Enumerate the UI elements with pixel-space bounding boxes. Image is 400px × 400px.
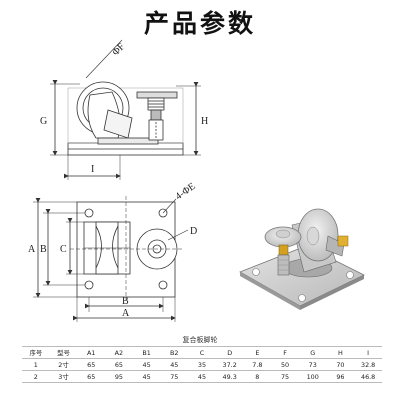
spec-table-caption: 复合板脚轮 [182,336,218,344]
table-cell: 7.8 [243,358,272,371]
table-cell: 95 [105,370,133,383]
col-header-model: 型号 [49,346,78,359]
table-cell: 45 [132,358,161,371]
label-a-horizontal: A [122,308,130,319]
label-b-horizontal: B [122,296,129,307]
label-d: D [190,226,197,237]
label-c: C [60,244,67,255]
top-view-drawing [33,196,189,322]
col-header-b2: B2 [160,346,189,359]
table-cell: 73 [298,358,327,371]
table-cell: 50 [271,358,299,371]
label-phi-f: ΦF [110,41,127,58]
table-cell: 100 [298,370,327,383]
label-h: H [201,116,208,127]
table-cell: 2寸 [49,358,78,371]
col-header-e: E [243,346,272,359]
table-row: 2 3寸 65 95 45 75 45 49.3 8 75 100 96 46.… [22,370,382,383]
table-cell: 65 [77,370,106,383]
table-cell: 32.8 [354,358,382,371]
label-b-vertical: B [40,244,47,255]
col-header-i: I [354,346,382,359]
caster-3d-render [239,208,365,310]
label-i: I [91,164,94,175]
table-cell: 65 [105,358,133,371]
table-cell: 46.8 [354,370,382,383]
spec-table-header-row: 序号 型号 A1 A2 B1 B2 C D E F G H I [22,346,382,359]
table-cell: 70 [326,358,355,371]
page-title: 产品参数 [143,9,256,38]
table-cell: 45 [132,370,161,383]
col-header-a1: A1 [77,346,106,359]
table-cell: 75 [271,370,299,383]
col-header-c: C [188,346,216,359]
table-cell: 37.2 [215,358,244,371]
table-cell: 35 [188,358,216,371]
table-row: 1 2寸 65 65 45 45 35 37.2 7.8 50 73 70 32… [22,358,382,371]
col-header-index: 序号 [22,346,50,359]
label-g: G [40,116,47,127]
table-cell: 1 [22,358,50,371]
col-header-d: D [215,346,244,359]
label-a-vertical: A [28,244,36,255]
table-cell: 8 [243,370,272,383]
table-cell: 45 [188,370,216,383]
side-view-drawing [50,39,201,180]
col-header-f: F [271,346,299,359]
col-header-h: H [326,346,355,359]
col-header-a2: A2 [105,346,133,359]
table-cell: 75 [160,370,189,383]
table-cell: 96 [326,370,355,383]
table-cell: 2 [22,370,50,383]
table-cell: 45 [160,358,189,371]
table-cell: 65 [77,358,106,371]
label-hole-diameter: 4-ΦE [173,181,197,202]
col-header-b1: B1 [132,346,161,359]
col-header-g: G [298,346,327,359]
spec-table: 序号 型号 A1 A2 B1 B2 C D E F G H I 1 2寸 65 … [22,346,382,383]
table-cell: 3寸 [49,370,78,383]
table-cell: 49.3 [215,370,244,383]
